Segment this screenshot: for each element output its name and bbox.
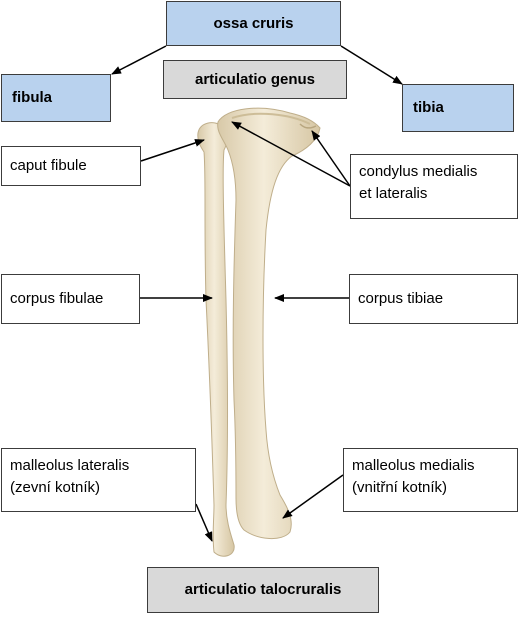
malleolus-lateralis-line1: malleolus lateralis <box>10 457 130 474</box>
corpus-fibulae-label: corpus fibulae <box>10 290 104 307</box>
caput-fibule-box: caput fibule <box>1 146 141 186</box>
corpus-tibiae-box: corpus tibiae <box>349 274 518 324</box>
ossa-cruris-label: ossa cruris <box>213 14 294 32</box>
corpus-tibiae-label: corpus tibiae <box>358 290 444 307</box>
articulatio-talocruralis-box: articulatio talocruralis <box>147 567 379 613</box>
articulatio-genus-label: articulatio genus <box>194 70 316 88</box>
corpus-fibulae-box: corpus fibulae <box>1 274 140 324</box>
fibula-label: fibula <box>12 89 52 106</box>
tibia-bone <box>217 107 321 539</box>
condylus-label-line2: et lateralis <box>359 185 428 202</box>
malleolus-lateralis-box: malleolus lateralis (zevní kotník) <box>1 448 196 512</box>
malleolus-medialis-line2: (vnitřní kotník) <box>352 479 448 496</box>
tibia-label: tibia <box>413 99 444 116</box>
malleolus-medialis-box: malleolus medialis (vnitřní kotník) <box>343 448 518 512</box>
fibula-bone <box>197 122 235 557</box>
articulatio-talocruralis-label: articulatio talocruralis <box>184 581 342 598</box>
malleolus-medialis-line1: malleolus medialis <box>352 457 475 474</box>
articulatio-genus-box: articulatio genus <box>163 60 347 99</box>
caput-fibule-label: caput fibule <box>10 157 87 174</box>
malleolus-lateralis-line2: (zevní kotník) <box>10 479 101 496</box>
condylus-label-line1: condylus medialis <box>359 163 478 180</box>
condylus-box: condylus medialis et lateralis <box>350 154 518 219</box>
ossa-cruris-box: ossa cruris <box>166 1 341 46</box>
fibula-box: fibula <box>1 74 111 122</box>
tibia-box: tibia <box>402 84 514 132</box>
